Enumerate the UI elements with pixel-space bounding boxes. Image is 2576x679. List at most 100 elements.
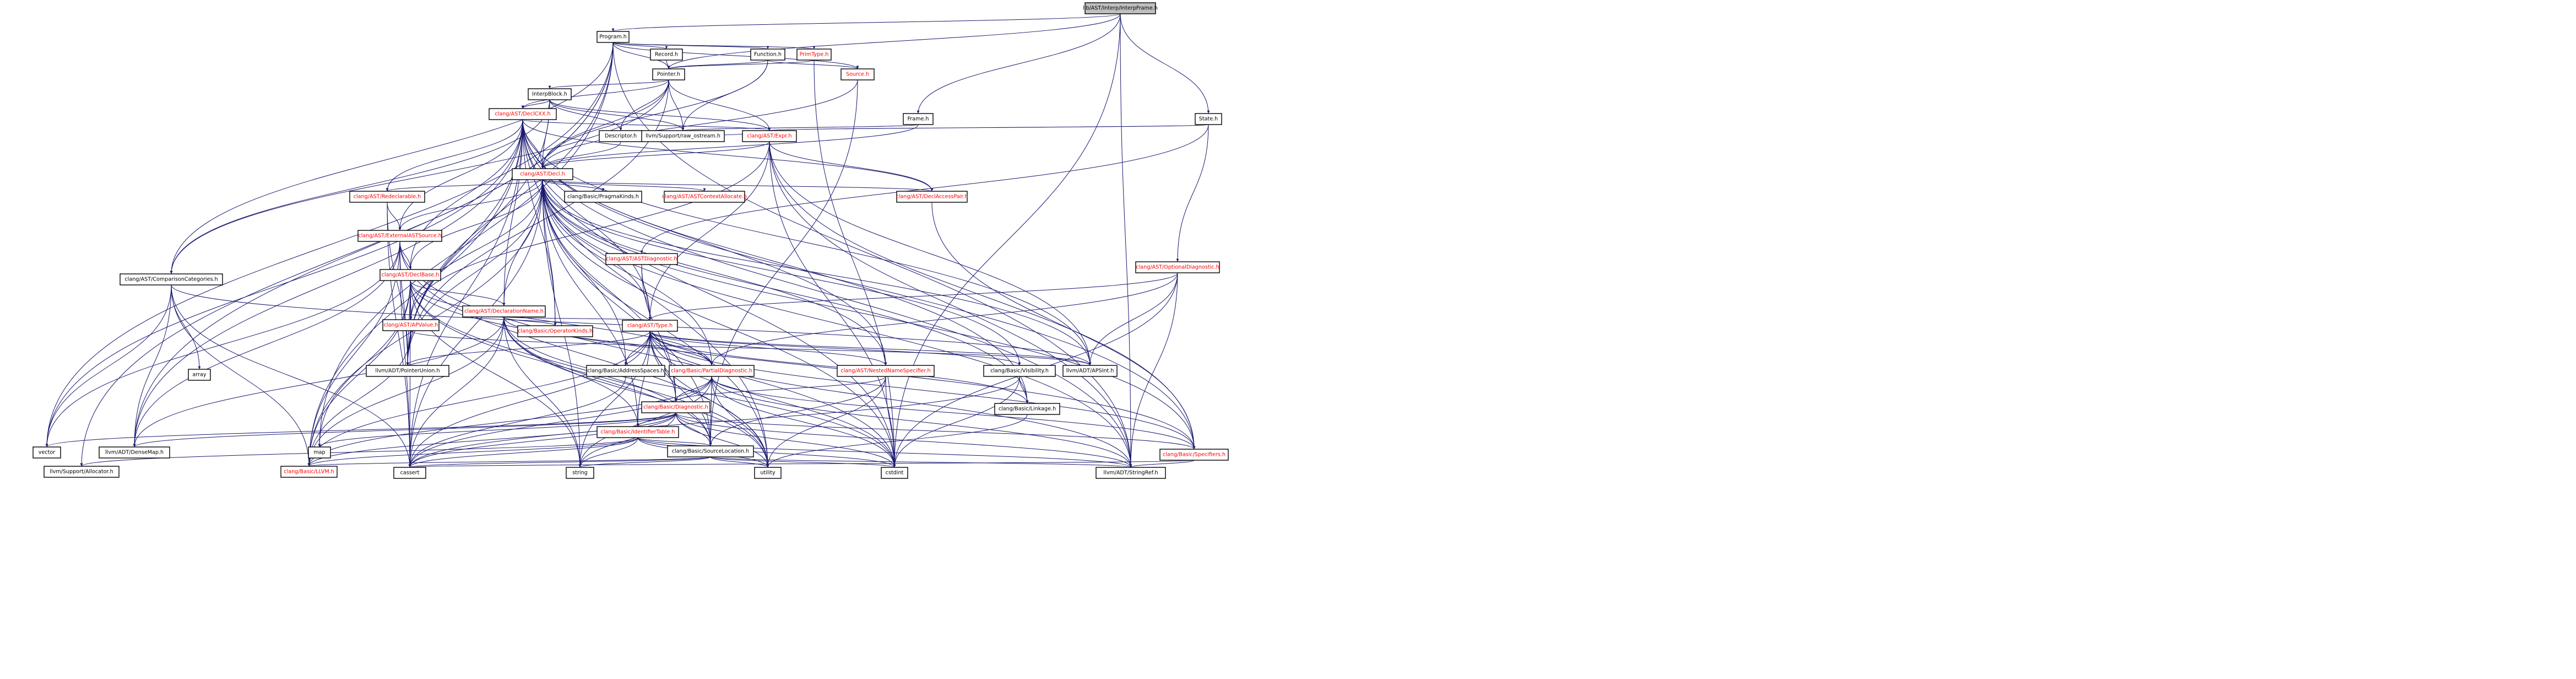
node-diagnostic[interactable]: clang/Basic/Diagnostic.h (641, 401, 711, 413)
edge-state-to-optionaldiagnostic (1176, 124, 1209, 262)
node-redeclarable[interactable]: clang/AST/Redeclarable.h (349, 191, 425, 203)
node-label: clang/AST/Redeclarable.h (354, 194, 421, 200)
node-record[interactable]: Record.h (650, 48, 683, 61)
node-stringref[interactable]: llvm/ADT/StringRef.h (1096, 467, 1166, 479)
edge-specifiers-to-stringref (1129, 460, 1195, 468)
node-declbase[interactable]: clang/AST/DeclBase.h (379, 269, 441, 281)
node-cstdint[interactable]: cstdint (881, 467, 908, 479)
node-box (280, 466, 338, 478)
node-box (188, 369, 211, 381)
node-primtype[interactable]: PrimType.h (796, 48, 832, 61)
edge-decl-to-diagnostic (542, 179, 677, 402)
node-descriptor[interactable]: Descriptor.h (599, 130, 643, 142)
node-box (605, 253, 678, 265)
edge-interpblock-to-expr (549, 99, 771, 131)
node-utility[interactable]: utility (754, 467, 782, 479)
node-label: lib/AST/Interp/InterpFrame.h (1083, 6, 1158, 12)
edge-type-to-visibility (649, 331, 1021, 366)
node-nestednamespecifier[interactable]: clang/AST/NestedNameSpecifier.h (837, 365, 935, 377)
node-optionaldiagnostic[interactable]: clang/AST/OptionalDiagnostic.h (1135, 261, 1220, 273)
node-label: clang/AST/DeclBase.h (382, 272, 440, 278)
edge-declarationname-to-densemap (133, 316, 505, 448)
edge-declbase-to-map (318, 280, 411, 448)
node-state[interactable]: State.h (1195, 113, 1222, 125)
node-label: clang/Basic/Specifiers.h (1163, 452, 1225, 458)
node-raw-ostream[interactable]: llvm/Support/raw_ostream.h (641, 130, 725, 142)
edge-sourcelocation-to-llvm (308, 456, 711, 467)
node-operatorkinds[interactable]: clang/Basic/OperatorKinds.h (517, 325, 593, 337)
node-label: PrimType.h (800, 52, 829, 58)
node-label: clang/AST/ASTContextAllocate.h (662, 194, 747, 200)
node-box (1096, 467, 1166, 479)
node-interpblock[interactable]: InterpBlock.h (528, 88, 572, 100)
node-externalastsource[interactable]: clang/AST/ExternalASTSource.h (357, 230, 442, 242)
node-pragmakinds[interactable]: clang/Basic/PragmaKinds.h (564, 191, 642, 203)
node-box (641, 401, 711, 413)
node-box (896, 191, 968, 203)
edge-diagnostic-to-cstdint (675, 412, 896, 468)
node-declaccesspair[interactable]: clang/AST/DeclAccessPair.h (896, 191, 968, 203)
node-type[interactable]: clang/AST/Type.h (622, 320, 678, 332)
node-addressspaces[interactable]: clang/Basic/AddressSpaces.h (586, 365, 665, 377)
node-box (650, 48, 683, 61)
edge-identifiertable-to-sourcelocation (637, 437, 712, 446)
node-string[interactable]: string (566, 467, 594, 479)
node-frame[interactable]: Frame.h (903, 113, 934, 125)
node-box (566, 467, 594, 479)
node-declarationname[interactable]: clang/AST/DeclarationName.h (462, 305, 546, 317)
node-function[interactable]: Function.h (750, 48, 785, 61)
node-declcxx[interactable]: clang/AST/DeclCXX.h (489, 108, 557, 120)
node-linkage[interactable]: clang/Basic/Linkage.h (994, 403, 1060, 415)
edge-decl-to-externalastsource (398, 179, 543, 231)
node-apsint[interactable]: llvm/ADT/APSInt.h (1062, 365, 1118, 377)
node-specifiers[interactable]: clang/Basic/Specifiers.h (1159, 449, 1229, 461)
node-box (652, 68, 685, 80)
edge-program-to-pointer (612, 42, 670, 69)
node-map[interactable]: map (308, 446, 331, 459)
node-box (742, 130, 797, 142)
node-llvm[interactable]: clang/Basic/LLVM.h (280, 466, 338, 478)
node-decl[interactable]: clang/AST/Decl.h (512, 168, 573, 180)
node-pointer[interactable]: Pointer.h (652, 68, 685, 80)
edge-type-to-pointerunion (406, 331, 650, 366)
node-source[interactable]: Source.h (840, 68, 875, 80)
edge-interpblock-to-descriptor (549, 99, 622, 131)
node-densemap[interactable]: llvm/ADT/DenseMap.h (99, 446, 170, 459)
edge-identifiertable-to-llvm (307, 437, 638, 467)
edge-declcxx-to-specifiers (522, 119, 1196, 450)
node-partialdiagnostic[interactable]: clang/Basic/PartialDiagnostic.h (669, 365, 755, 377)
edge-specifiers-to-cassert (409, 460, 1195, 468)
edge-declarationname-to-operatorkinds (503, 316, 557, 326)
edge-type-to-string (578, 331, 650, 468)
edge-declcxx-to-expr (522, 119, 771, 131)
node-visibility[interactable]: clang/Basic/Visibility.h (983, 365, 1056, 377)
node-label: array (192, 372, 206, 378)
node-allocator[interactable]: llvm/Support/Allocator.h (44, 466, 120, 478)
node-identifiertable[interactable]: clang/Basic/IdentifierTable.h (596, 426, 679, 438)
node-expr[interactable]: clang/AST/Expr.h (742, 130, 797, 142)
node-box (44, 466, 120, 478)
node-cassert[interactable]: cassert (393, 467, 426, 479)
node-box (1062, 365, 1118, 377)
node-apvalue[interactable]: clang/AST/APValue.h (382, 319, 440, 331)
node-astcontextallocate[interactable]: clang/AST/ASTContextAllocate.h (662, 191, 747, 203)
node-box (903, 113, 934, 125)
edge-decl-to-pointerunion (406, 179, 543, 366)
edge-decl-to-declaccesspair (542, 179, 934, 192)
node-array[interactable]: array (188, 369, 211, 381)
edge-type-to-specifiers (649, 331, 1196, 450)
edge-externalastsource-to-cassert (399, 241, 411, 468)
node-vector[interactable]: vector (32, 446, 61, 459)
node-comparisoncategories[interactable]: clang/AST/ComparisonCategories.h (120, 273, 223, 285)
edge-type-to-sourcelocation (649, 331, 712, 446)
node-sourcelocation[interactable]: clang/Basic/SourceLocation.h (667, 445, 754, 457)
edge-declarationname-to-utility (503, 316, 769, 468)
node-astdiagnostic[interactable]: clang/AST/ASTDiagnostic.h (605, 253, 678, 265)
node-program[interactable]: Program.h (596, 31, 630, 43)
edge-program-to-comparisoncategories (170, 42, 614, 274)
node-box (664, 191, 745, 203)
node-pointerunion[interactable]: llvm/ADT/PointerUnion.h (366, 365, 449, 377)
node-box (796, 48, 832, 61)
edge-apvalue-to-llvm (307, 330, 411, 467)
